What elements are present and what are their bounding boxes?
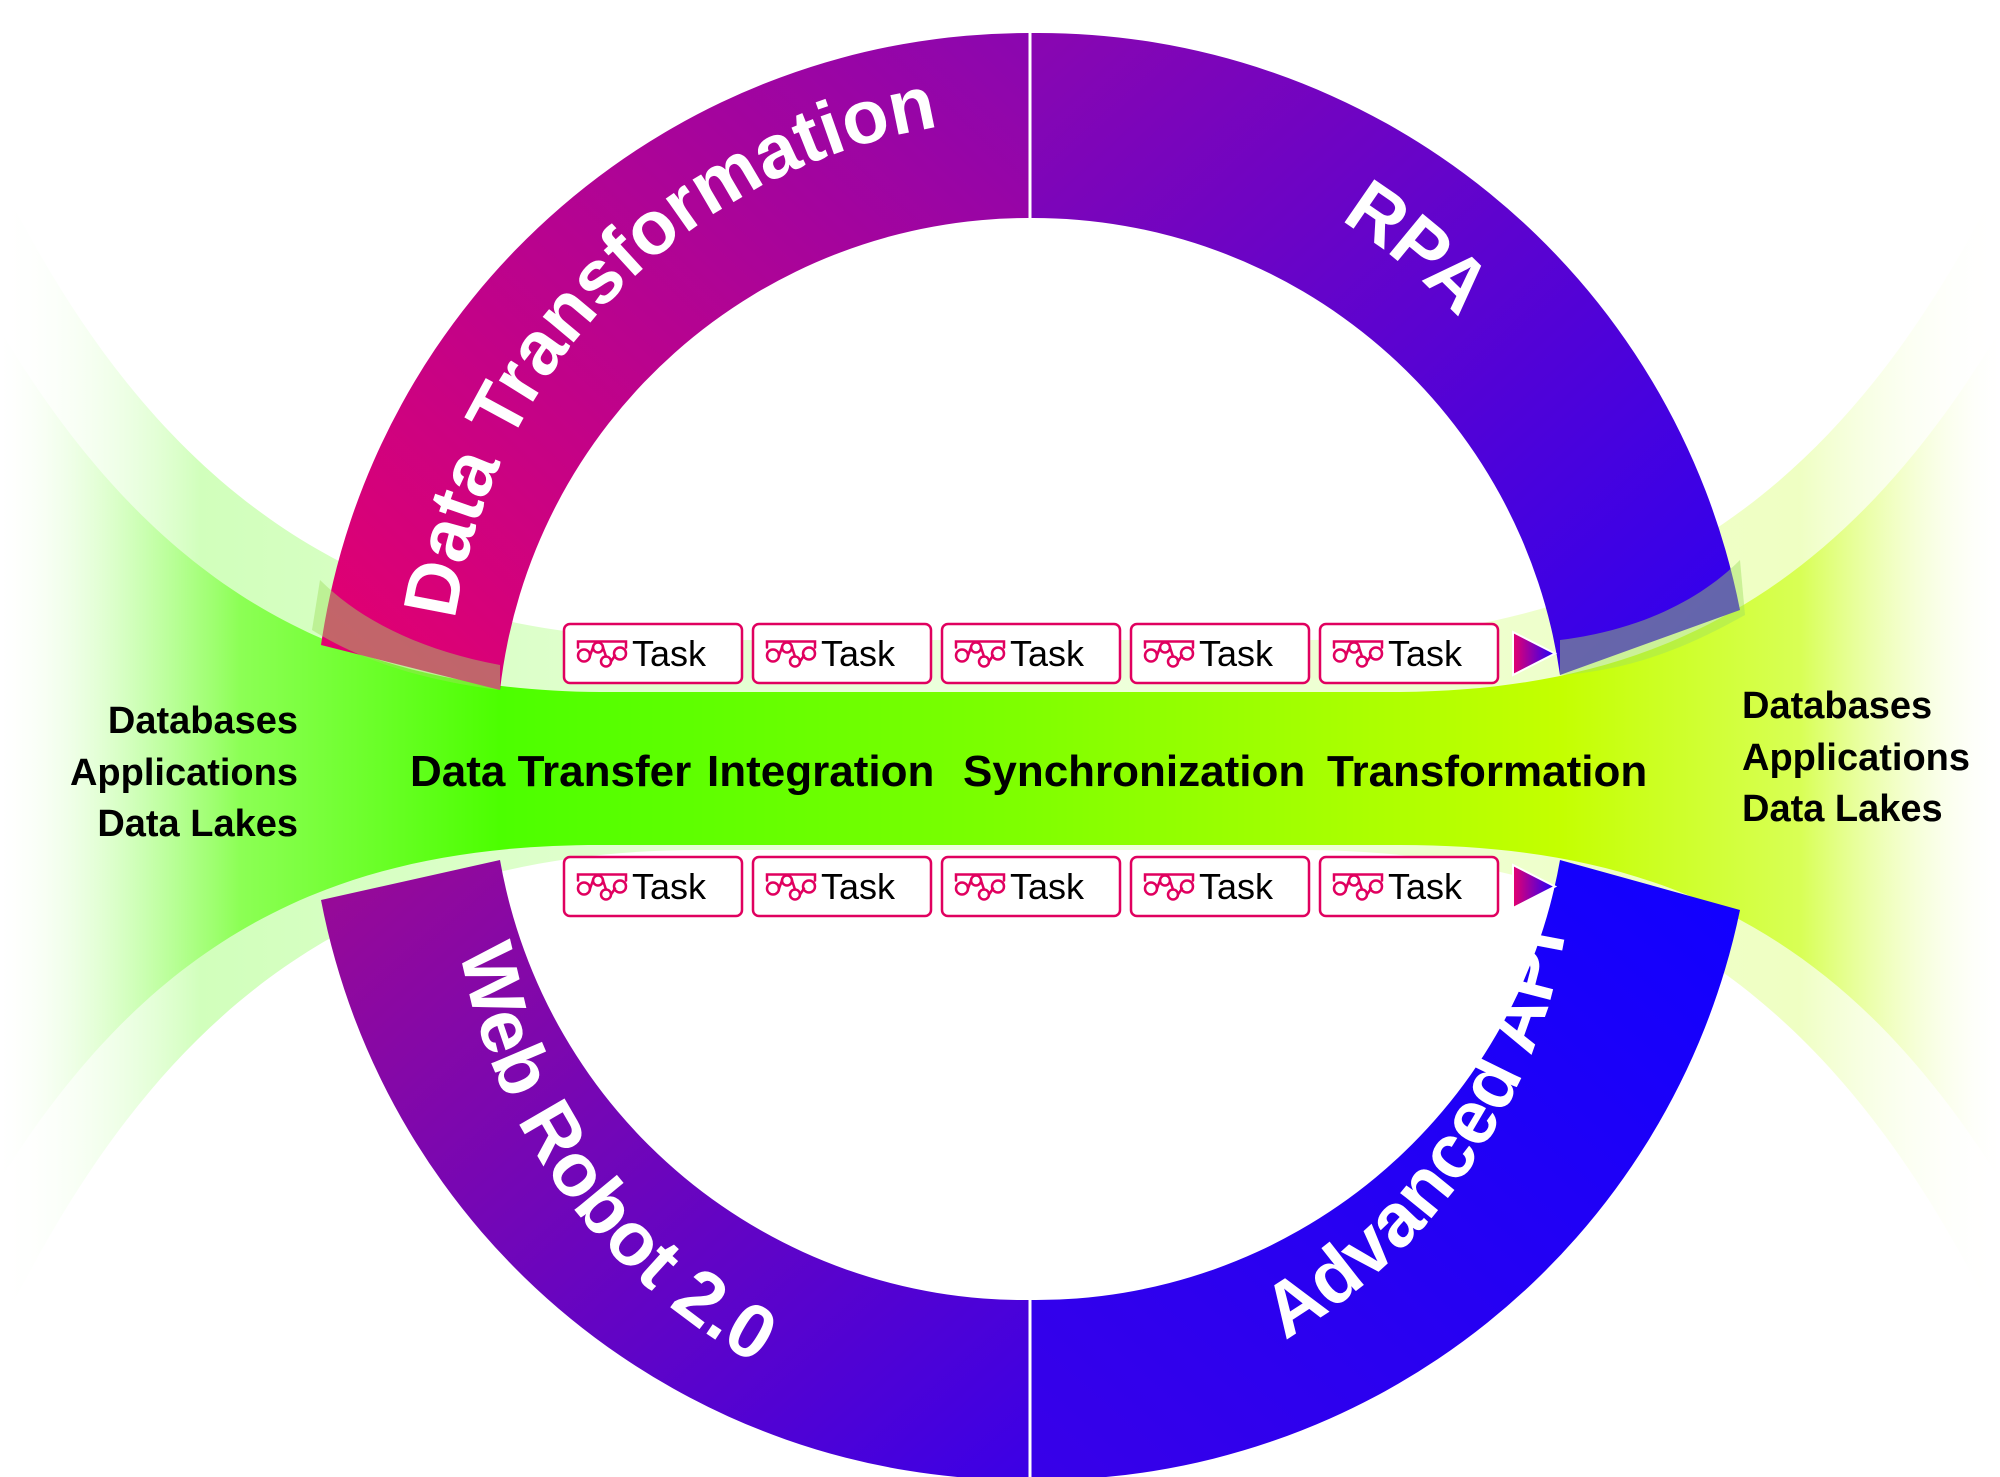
- task-label: Task: [1199, 633, 1274, 674]
- workflow-nodes-icon: [576, 640, 628, 668]
- task-card-frame: [751, 855, 933, 918]
- task-card[interactable]: Task: [1129, 622, 1311, 685]
- right-source-0: Databases: [1742, 685, 1932, 727]
- task-label: Task: [821, 866, 896, 907]
- task-card-frame: [940, 622, 1122, 685]
- workflow-nodes-icon: [1332, 873, 1384, 901]
- ring-segment-advanced-api[interactable]: [1030, 860, 1740, 1477]
- task-card[interactable]: Task: [562, 855, 744, 918]
- workflow-nodes-icon: [954, 873, 1006, 901]
- task-label: Task: [1010, 633, 1085, 674]
- task-card[interactable]: Task: [562, 622, 744, 685]
- task-label: Task: [821, 633, 896, 674]
- workflow-nodes-icon: [576, 873, 628, 901]
- workflow-nodes-icon: [1143, 873, 1195, 901]
- workflow-nodes-icon: [765, 873, 817, 901]
- data-flow-band: [0, 330, 2000, 1180]
- task-label: Task: [632, 633, 707, 674]
- task-card[interactable]: Task: [940, 622, 1122, 685]
- flow-label-synchronization: Synchronization: [963, 747, 1305, 796]
- flow-label-transformation: Transformation: [1327, 747, 1647, 796]
- task-card-frame: [1129, 855, 1311, 918]
- task-card-frame: [940, 855, 1122, 918]
- right-source-2: Data Lakes: [1742, 788, 1943, 830]
- workflow-nodes-icon: [1143, 640, 1195, 668]
- workflow-nodes-icon: [765, 640, 817, 668]
- task-label: Task: [1388, 866, 1463, 907]
- workflow-nodes-icon: [1332, 640, 1384, 668]
- task-label: Task: [632, 866, 707, 907]
- task-card-frame: [751, 622, 933, 685]
- task-card-frame: [1318, 855, 1500, 918]
- task-card-frame: [1318, 622, 1500, 685]
- task-card-frame: [1129, 622, 1311, 685]
- workflow-nodes-icon: [954, 640, 1006, 668]
- right-source-1: Applications: [1742, 737, 1970, 779]
- task-row-bottom: Task Task Task Task Task: [562, 855, 1558, 918]
- task-card-frame: [562, 622, 744, 685]
- flow-overlay-left-top: [312, 580, 500, 690]
- ring-segment-web-robot[interactable]: [321, 860, 1030, 1477]
- task-card-frame: [562, 855, 744, 918]
- task-card[interactable]: Task: [940, 855, 1122, 918]
- left-source-2: Data Lakes: [97, 803, 298, 845]
- ring-segment-data-transformation[interactable]: [321, 32, 1030, 691]
- play-arrow-icon: [1512, 630, 1558, 677]
- left-source-1: Applications: [70, 752, 298, 794]
- flow-label-data-transfer: Data Transfer: [410, 747, 691, 796]
- task-label: Task: [1010, 866, 1085, 907]
- task-card[interactable]: Task: [751, 855, 933, 918]
- flow-label-integration: Integration: [707, 747, 934, 796]
- task-card[interactable]: Task: [1129, 855, 1311, 918]
- play-arrow-icon: [1512, 863, 1558, 910]
- task-card[interactable]: Task: [1318, 622, 1500, 685]
- flow-overlay-right-top: [1560, 560, 1745, 675]
- task-card[interactable]: Task: [1318, 855, 1500, 918]
- ring-segment-rpa[interactable]: [1030, 32, 1740, 675]
- task-row-top: Task Task Task Task Task: [562, 622, 1558, 685]
- task-label: Task: [1388, 633, 1463, 674]
- task-label: Task: [1199, 866, 1274, 907]
- left-source-0: Databases: [108, 700, 298, 742]
- task-card[interactable]: Task: [751, 622, 933, 685]
